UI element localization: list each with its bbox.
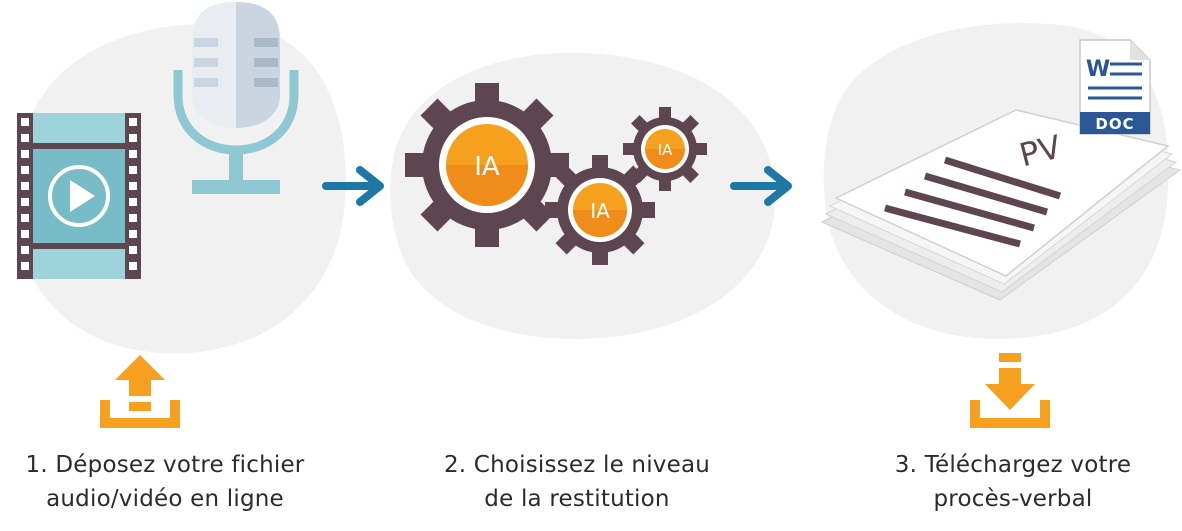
step-3-caption: 3. Téléchargez votre procès-verbal (848, 448, 1178, 516)
gear-label-large: IA (474, 152, 500, 182)
film-strip-icon (17, 113, 141, 279)
step-1-caption: 1. Déposez votre fichier audio/vidéo en … (0, 448, 330, 516)
word-letter: W (1086, 57, 1110, 82)
gear-small: IA (623, 107, 707, 191)
gear-label-medium: IA (590, 199, 610, 223)
step-3-caption-line-1: 3. Téléchargez votre (894, 452, 1132, 478)
arrow-right-icon-1 (322, 166, 384, 206)
word-doc-icon: W DOC (1079, 39, 1151, 135)
step-2-caption-line-2: de la restitution (484, 486, 670, 512)
step-2-caption: 2. Choisissez le niveau de la restitutio… (412, 448, 742, 516)
step-2-caption-line-1: 2. Choisissez le niveau (443, 452, 711, 478)
step-1-caption-line-2: audio/vidéo en ligne (46, 486, 284, 512)
arrow-right-icon-2 (730, 166, 792, 206)
step-1-caption-line-1: 1. Déposez votre fichier (25, 452, 305, 478)
document-stack-icon: PV (820, 109, 1182, 301)
microphone-icon (173, 2, 299, 194)
download-icon (970, 353, 1050, 428)
upload-icon (100, 355, 180, 428)
gear-label-small: IA (658, 141, 673, 159)
gear-large: IA (405, 83, 569, 247)
step-3-caption-line-2: procès-verbal (933, 486, 1093, 512)
doc-badge: DOC (1095, 115, 1134, 133)
